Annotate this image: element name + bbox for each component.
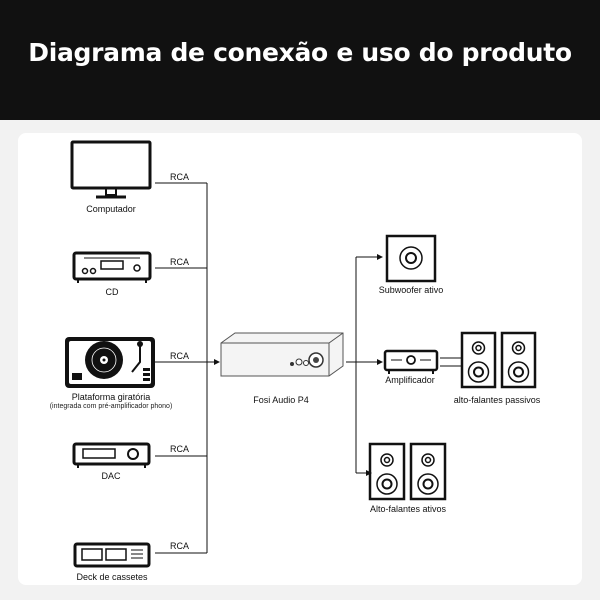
active-speaker-left-icon <box>368 442 406 501</box>
source-label-deck: Deck de cassetes <box>76 572 148 582</box>
device-label-p4: Fosi Audio P4 <box>253 395 309 405</box>
output-label-passivos: alto-falantes passivos <box>453 395 541 405</box>
output-label-subwoofer: Subwoofer ativo <box>378 285 444 295</box>
arrow-subwoofer <box>377 254 383 260</box>
amp-to-speakers <box>440 357 462 367</box>
passive-speaker-left-icon <box>460 331 497 389</box>
passive-speaker-right-icon <box>500 331 537 389</box>
subwoofer-icon <box>385 234 437 283</box>
source-sublabel-plataforma: (integrada com pré-amplificador phono) <box>49 403 173 410</box>
source-label-computador: Computador <box>86 204 136 214</box>
source-label-plataforma: Plataforma giratória <box>71 392 151 402</box>
cable-label-cd: RCA <box>170 257 190 267</box>
amplifier-icon <box>383 349 439 374</box>
computer-monitor-icon <box>70 140 152 199</box>
cd-player-icon <box>72 251 152 283</box>
header-banner: Diagrama de conexão e uso do produto <box>0 0 600 120</box>
source-label-cd: CD <box>105 287 119 297</box>
cable-label-plataforma: RCA <box>170 351 190 361</box>
arrow-amplificador <box>377 359 383 365</box>
dac-icon <box>72 442 151 468</box>
turntable-icon <box>65 337 155 388</box>
fosi-p4-device-icon <box>220 332 344 377</box>
output-label-ativos: Alto-falantes ativos <box>369 504 447 514</box>
cable-label-dac: RCA <box>170 444 190 454</box>
cable-label-computador: RCA <box>170 172 190 182</box>
cable-label-deck: RCA <box>170 541 190 551</box>
source-label-dac: DAC <box>101 471 121 481</box>
page-title: Diagrama de conexão e uso do produto <box>28 38 572 67</box>
cassette-deck-icon <box>73 542 151 568</box>
output-label-amplificador: Amplificador <box>385 375 435 385</box>
active-speaker-right-icon <box>409 442 447 501</box>
arrow-p4 <box>214 359 220 365</box>
